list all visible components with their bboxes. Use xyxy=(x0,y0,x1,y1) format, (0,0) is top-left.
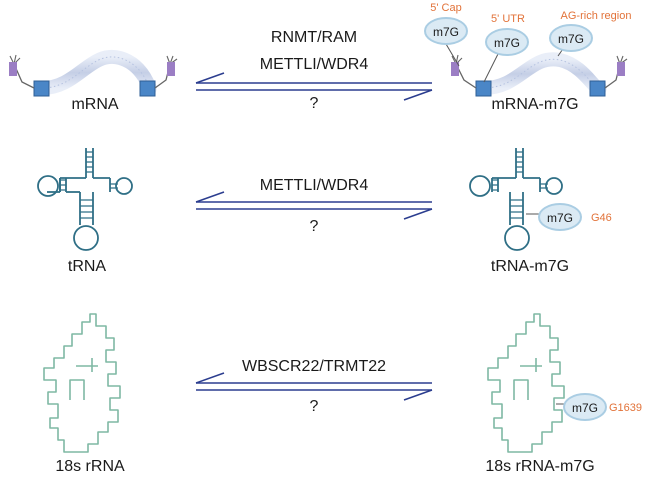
mrna-m7g-label: mRNA-m7G xyxy=(491,96,578,113)
trna-row: tRNA METTLI/WDR4 ? xyxy=(37,148,612,275)
mrna-enzyme-1: RNMT/RAM xyxy=(271,29,357,46)
mrna-reverse-question: ? xyxy=(310,95,319,112)
rrna-molecule xyxy=(43,313,121,453)
mrna-enzyme-2: METTLI/WDR4 xyxy=(260,56,369,73)
annotation-g46: G46 xyxy=(591,212,612,224)
m7g-badge-g1639: m7G xyxy=(563,393,607,421)
tail-block-icon xyxy=(589,80,606,97)
trna-reverse-question: ? xyxy=(310,218,319,235)
mrna-row: mRNA RNMT/RAM METTLI/WDR4 ? xyxy=(9,2,631,113)
trna-m7g-molecule xyxy=(469,148,563,251)
annotation-g1639: G1639 xyxy=(609,402,642,414)
annotation-5-utr: 5' UTR xyxy=(491,13,525,25)
rrna-m7g-molecule xyxy=(487,313,565,453)
rrna-equilibrium-arrows xyxy=(195,372,433,401)
rrna-row: 18s rRNA WBSCR22/TRMT22 ? m7G G1639 18s … xyxy=(43,313,642,475)
mrna-equilibrium-arrows xyxy=(195,72,433,101)
cap-block-icon xyxy=(475,80,492,97)
svg-text:m7G: m7G xyxy=(572,401,598,415)
trna-enzyme-1: METTLI/WDR4 xyxy=(260,177,369,194)
rrna-enzyme-1: WBSCR22/TRMT22 xyxy=(242,358,386,375)
purple-tail-icon xyxy=(167,62,175,76)
annotation-5-cap: 5' Cap xyxy=(430,2,461,14)
cap-block-icon xyxy=(33,80,50,97)
trna-label: tRNA xyxy=(68,258,107,275)
svg-text:m7G: m7G xyxy=(558,32,584,46)
mrna-m7g-molecule xyxy=(445,43,628,97)
svg-text:m7G: m7G xyxy=(433,25,459,39)
trna-equilibrium-arrows xyxy=(195,191,433,220)
m7g-badge-ag-rich: m7G xyxy=(549,24,593,52)
m7g-badge-cap: m7G xyxy=(424,17,468,45)
rrna-reverse-question: ? xyxy=(310,398,319,415)
mrna-molecule xyxy=(9,49,178,97)
trna-m7g-label: tRNA-m7G xyxy=(491,258,569,275)
annotation-ag-rich-region: AG-rich region xyxy=(561,10,632,22)
trna-molecule xyxy=(37,148,133,251)
rrna-label: 18s rRNA xyxy=(55,458,125,475)
purple-cap-icon xyxy=(9,62,17,76)
purple-tail-icon xyxy=(617,62,625,76)
rrna-m7g-label: 18s rRNA-m7G xyxy=(485,458,594,475)
svg-text:m7G: m7G xyxy=(494,36,520,50)
purple-cap-icon xyxy=(451,62,459,76)
m7g-badge-utr: m7G xyxy=(485,28,529,56)
tail-block-icon xyxy=(139,80,156,97)
svg-text:m7G: m7G xyxy=(547,211,573,225)
m7g-badge-g46: m7G xyxy=(538,203,582,231)
mrna-label: mRNA xyxy=(71,96,118,113)
